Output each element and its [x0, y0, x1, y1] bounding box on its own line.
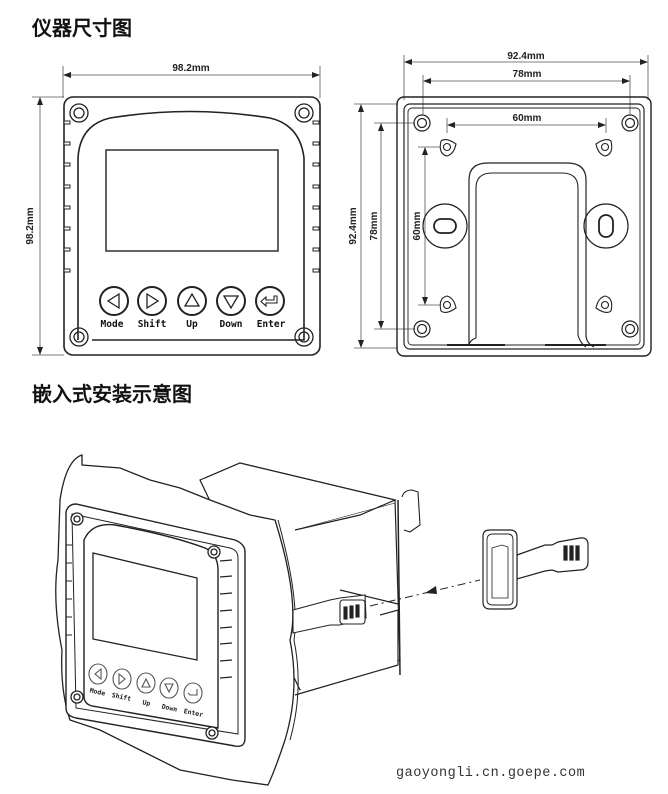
- enter-icon: [260, 295, 278, 308]
- iso-button-shift: [112, 668, 132, 690]
- inserted-clip: [292, 594, 367, 634]
- back-inner-height-dimension: [418, 146, 440, 306]
- arrow-right-icon: [146, 292, 160, 310]
- enter-icon: [187, 689, 198, 696]
- front-height-dimension: [32, 96, 64, 356]
- front-width-dimension: [62, 66, 321, 98]
- iso-screw-icon: [70, 512, 221, 740]
- iso-label-shift: Shift: [111, 691, 132, 703]
- back-outer-width-dimension: [403, 55, 649, 100]
- side-boss-icon: [422, 203, 629, 249]
- button-shift[interactable]: Shift: [137, 286, 167, 330]
- iso-label-enter: Enter: [183, 707, 204, 719]
- back-view: 92.4mm 78mm 92.4mm 78mm 60mm: [348, 51, 652, 357]
- dimensions-title: 仪器尺寸图: [32, 16, 132, 40]
- iso-left-vents: [66, 544, 72, 636]
- display-screen: [105, 149, 279, 252]
- side-vents: [63, 120, 320, 273]
- arrow-down-icon: [222, 295, 240, 310]
- arrow-left-icon: [94, 667, 102, 681]
- teardrop-hole-icon: [439, 138, 613, 314]
- back-hole-height-dimension: [374, 122, 415, 330]
- arrow-right-icon: [118, 672, 126, 686]
- iso-label-up: Up: [142, 698, 151, 707]
- back-hole-width-label: 78mm: [513, 69, 542, 80]
- back-bracket: [468, 162, 595, 348]
- back-panel-outline: [396, 96, 652, 357]
- back-inner-width-dimension: [446, 118, 607, 133]
- iso-label-mode: Mode: [89, 687, 106, 698]
- mounting-hole-icon: [413, 114, 639, 338]
- iso-button-down: [159, 677, 179, 699]
- back-hole-width-dimension: [422, 75, 631, 114]
- button-up[interactable]: Up: [177, 286, 207, 330]
- button-label-down: Down: [220, 319, 243, 330]
- watermark: gaoyongli.cn.goepe.com: [396, 766, 586, 781]
- arrow-down-icon: [164, 683, 174, 694]
- screw-icon: [69, 103, 314, 347]
- back-outer-width-label: 92.4mm: [507, 51, 544, 62]
- front-height-label: 98.2mm: [25, 207, 36, 244]
- button-label-mode: Mode: [101, 319, 124, 330]
- installation-title: 嵌入式安装示意图: [32, 382, 192, 406]
- iso-label-down: Down: [161, 703, 178, 714]
- arrow-left-icon: [106, 292, 120, 310]
- button-label-up: Up: [186, 319, 198, 330]
- button-down[interactable]: Down: [216, 286, 246, 330]
- iso-display-screen: [92, 552, 198, 661]
- back-inner-width-label: 60mm: [513, 113, 542, 124]
- front-bezel: [77, 110, 305, 341]
- button-enter[interactable]: Enter: [255, 286, 286, 330]
- iso-button-enter: [183, 682, 203, 704]
- back-inner-height-label: 60mm: [412, 211, 423, 240]
- back-outer-height-dimension: [354, 103, 398, 349]
- arrow-up-icon: [183, 292, 201, 307]
- back-outer-height-label: 92.4mm: [348, 207, 359, 244]
- mounting-clip[interactable]: [482, 529, 589, 610]
- rear-clip: [401, 489, 421, 533]
- arrow-up-icon: [141, 677, 151, 688]
- button-mode[interactable]: Mode: [99, 286, 129, 330]
- iso-button-mode: [88, 663, 108, 685]
- iso-side-vents: [219, 559, 233, 679]
- button-label-enter: Enter: [257, 319, 286, 330]
- iso-button-up: [136, 672, 156, 694]
- isometric-installation-view: Mode Shift Up Down Enter: [55, 454, 589, 786]
- insertion-arrow-icon: [425, 586, 437, 594]
- button-label-shift: Shift: [138, 319, 167, 330]
- front-view: 98.2mm 98.2mm: [25, 63, 321, 356]
- back-hole-height-label: 78mm: [369, 211, 380, 240]
- front-width-label: 98.2mm: [172, 63, 209, 74]
